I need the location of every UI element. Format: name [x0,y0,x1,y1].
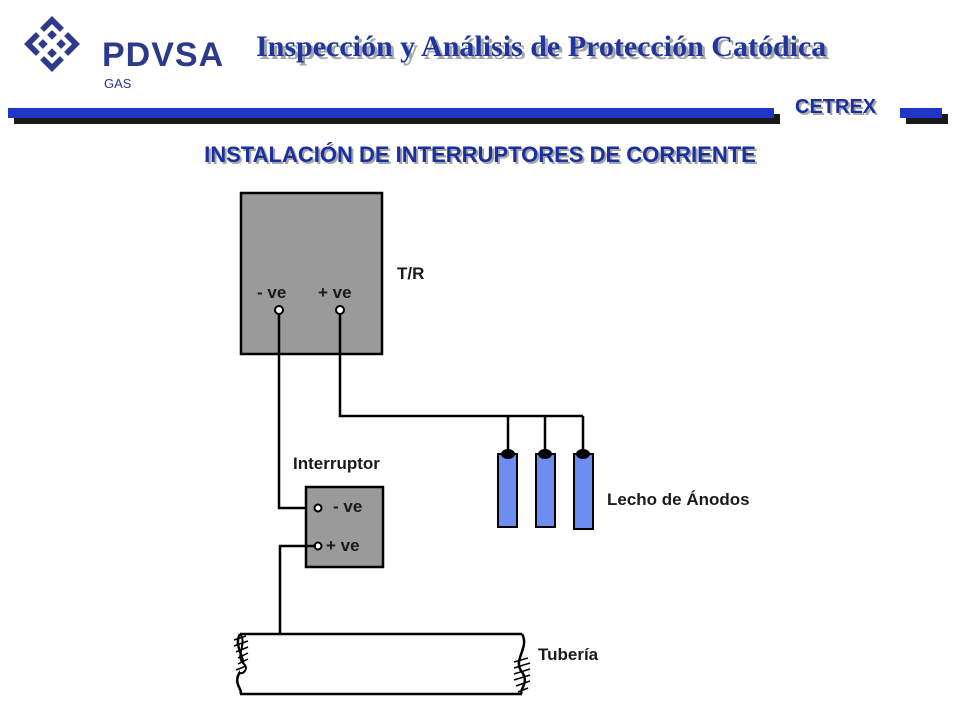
tr-box [239,191,384,356]
wire-tr-to-anodes [338,314,583,418]
int-pos-label: + ve [326,536,360,555]
header-bar-right [900,108,942,118]
anode-3 [573,453,594,530]
interruptor-label: Interruptor [293,454,380,473]
tr-neg-label: - ve [257,283,287,302]
int-neg-label: - ve [333,497,363,516]
tr-neg-terminal [274,305,284,315]
header-bar-right-shadow [906,114,948,124]
tr-label: T/R [397,264,425,283]
pipe-right-hatch-lines [513,657,531,693]
tr-pos-terminal [335,305,345,315]
anode-2 [535,453,556,528]
logo-subtext: GAS [104,76,132,91]
pipe-label: Tubería [538,645,599,664]
wire-tr-to-interruptor [277,314,316,510]
cetrex-badge: CETREX [795,96,877,118]
wire-interruptor-to-pipe [278,544,316,634]
anode-3-cap [576,449,590,459]
pdvsa-emblem-icon [24,16,80,72]
anodes-label: Lecho de Ánodos [607,490,750,509]
pdvsa-logo: PDVSA GAS [22,14,223,91]
logo-wordmark: PDVSA [102,36,225,74]
anode-1-cap [501,449,515,459]
header-bar-shadow [14,114,780,124]
header-bar [8,108,774,118]
tr-pos-label: + ve [318,283,352,302]
section-subtitle: INSTALACIÓN DE INTERRUPTORES DE CORRIENT… [204,142,756,167]
interruptor-box [304,485,385,569]
page-title: Inspección y Análisis de Protección Cató… [256,30,827,63]
anode-2-cap [538,449,552,459]
pipe-left-hatch-lines [233,635,249,671]
int-neg-terminal [313,503,323,513]
anode-1 [497,453,518,528]
